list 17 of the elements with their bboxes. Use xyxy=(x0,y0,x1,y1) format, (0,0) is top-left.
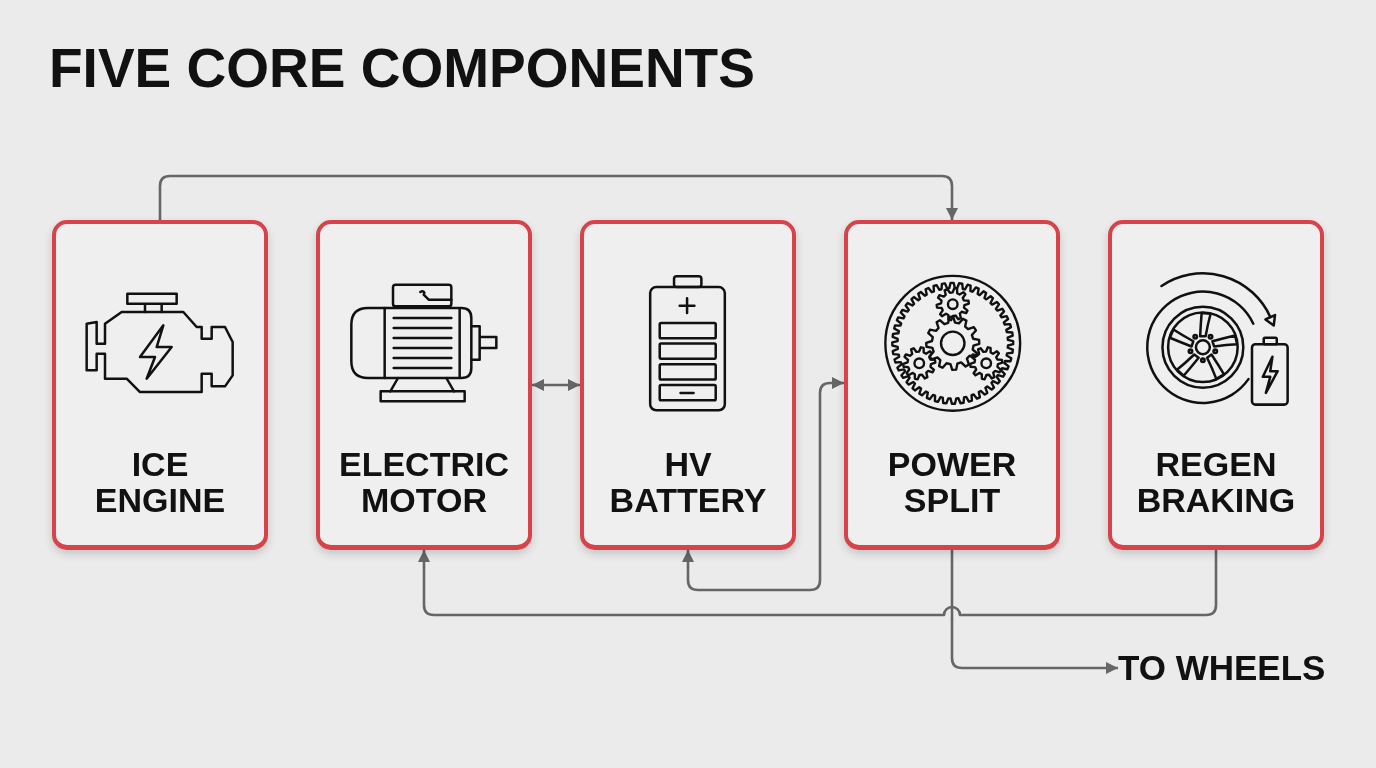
component-label: HV BATTERY xyxy=(608,446,768,518)
title: FIVE CORE COMPONENTS xyxy=(49,41,755,96)
arrow xyxy=(418,550,1218,617)
component-card xyxy=(1108,220,1324,550)
component-label: REGEN BRAKING xyxy=(1135,446,1297,518)
component-label: ELECTRIC MOTOR xyxy=(338,446,510,518)
arrow xyxy=(158,174,958,220)
component-card xyxy=(580,220,796,550)
destination-label: TO WHEELS xyxy=(1118,648,1326,688)
component-label: ICE ENGINE xyxy=(93,446,227,518)
double-headed-arrow xyxy=(532,379,580,391)
component-card xyxy=(316,220,532,550)
component-label: POWER SPLIT xyxy=(886,446,1018,518)
component-card xyxy=(844,220,1060,550)
arrow xyxy=(950,550,1118,674)
component-card xyxy=(52,220,268,550)
double-headed-arrow xyxy=(682,377,844,592)
